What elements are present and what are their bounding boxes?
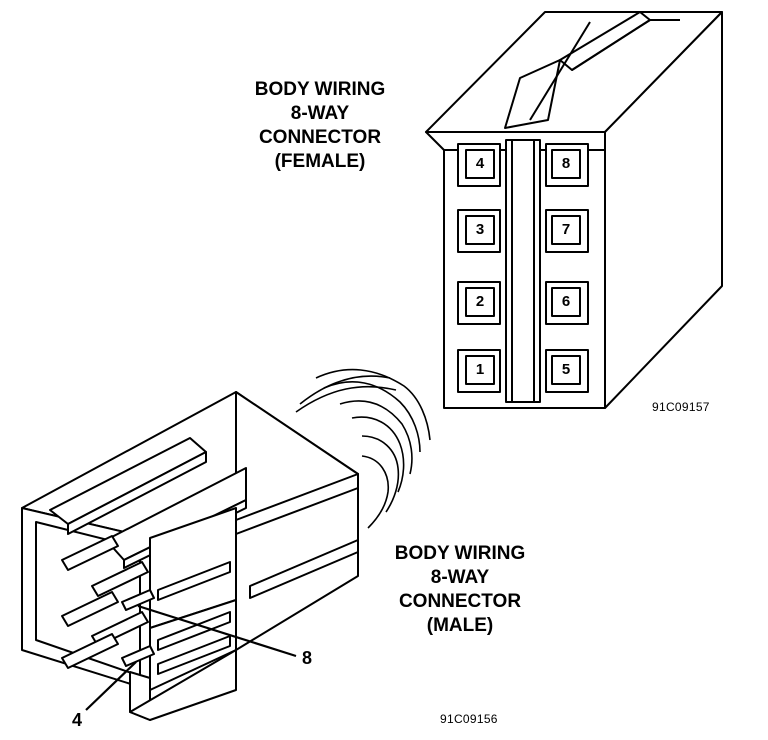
female-connector-label: BODY WIRING 8-WAY CONNECTOR (FEMALE) xyxy=(230,78,410,174)
pin-label: 6 xyxy=(562,293,570,310)
male-figure-code: 91C09156 xyxy=(440,712,498,726)
male-connector-label: BODY WIRING 8-WAY CONNECTOR (MALE) xyxy=(370,542,550,638)
callout-leader-8 xyxy=(137,604,297,658)
pin-label: 8 xyxy=(562,155,570,172)
pin-label: 7 xyxy=(562,221,570,238)
label-line: (MALE) xyxy=(426,615,494,636)
label-line: (FEMALE) xyxy=(274,151,366,172)
label-line: BODY WIRING xyxy=(254,79,386,100)
label-line: BODY WIRING xyxy=(394,543,526,564)
callout-8: 8 xyxy=(302,648,313,668)
pin-label: 3 xyxy=(476,221,484,238)
pin-label: 1 xyxy=(476,361,484,378)
female-cavities xyxy=(457,143,589,393)
label-line: CONNECTOR xyxy=(398,591,522,612)
male-pins xyxy=(61,535,155,669)
pin-label: 4 xyxy=(476,155,485,172)
callout-4: 4 xyxy=(72,710,83,730)
male-wires xyxy=(295,368,431,529)
label-line: CONNECTOR xyxy=(258,127,382,148)
label-line: 8-WAY xyxy=(290,103,350,124)
label-line: 8-WAY xyxy=(430,567,490,588)
female-pin-numbers: 4 3 2 1 8 7 6 5 xyxy=(476,155,570,378)
callout-leader-4 xyxy=(85,661,137,711)
pin-label: 2 xyxy=(476,293,484,310)
female-figure-code: 91C09157 xyxy=(652,400,710,414)
pin-label: 5 xyxy=(562,361,570,378)
